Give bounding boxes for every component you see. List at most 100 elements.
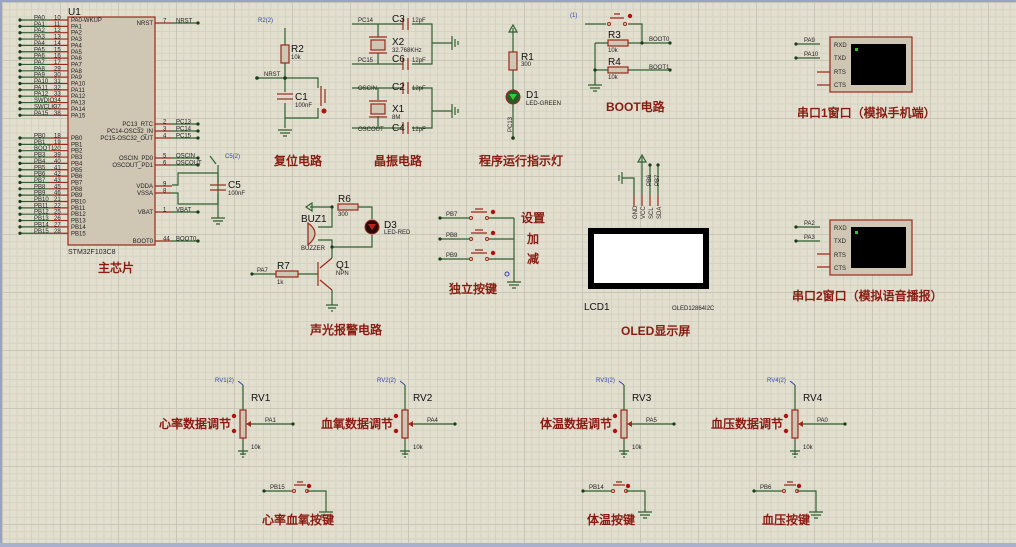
pin-name: PB0: [71, 136, 83, 142]
oled-screen[interactable]: [594, 234, 703, 283]
r4-value: 10k: [608, 75, 619, 81]
boot-circuit[interactable]: (1) R3 10k R4 10k BOOT0 BOOT1 BOOT电路: [570, 13, 672, 114]
uart2-screen[interactable]: [851, 227, 906, 268]
capacitor-c5[interactable]: C5(2) C5 100nF: [172, 154, 245, 225]
c3-ref: C3: [392, 14, 405, 25]
uart1-terminal[interactable]: PA9 PA10 RXD TXD RTS CTS 串口1窗口（模拟手机端）: [794, 36, 936, 120]
pot-label: 心率数据调节: [159, 416, 231, 431]
pin-num: 41: [54, 165, 61, 171]
pin-num: 8: [163, 189, 167, 195]
uart1-screen[interactable]: [851, 44, 906, 85]
r2-probe: R2(2): [258, 18, 273, 24]
pin-net: PB9: [34, 191, 46, 197]
pin-net: PA15: [34, 111, 49, 117]
pin-net: PB1: [34, 140, 46, 146]
pin-net: PB14: [34, 222, 49, 228]
r1-ref: R1: [521, 52, 534, 63]
mcu-body[interactable]: [67, 16, 156, 246]
pin-name: PA4: [71, 43, 83, 49]
crystal-circuit[interactable]: PC14 PC15 OSCIN OSCOUT C3 12pF C6 12pF C…: [352, 14, 459, 168]
oled-display[interactable]: PB6 PB7 GND VCC SCL SDA LCD1 OLED12864I2…: [584, 153, 715, 338]
reset-circuit[interactable]: R2(2) R2 10k C1 100nF NRST 复位电路: [255, 18, 327, 168]
pot-ref: RV3: [632, 393, 652, 404]
key-label: 减: [527, 251, 539, 266]
alarm-net: PA7: [257, 268, 269, 274]
uart2-terminal[interactable]: PA2 PA3 RXD TXD RTS CTS 串口2窗口（模拟语音播报）: [792, 219, 943, 303]
bottom-scrollbar[interactable]: [0, 543, 1016, 547]
boot-probe: (1): [570, 13, 577, 19]
alarm-circuit[interactable]: R6 300 BUZ1 BUZZER D3 LED-RED R7 1k Q1 N…: [250, 194, 411, 337]
run-led-circuit[interactable]: R1 300 D1 LED-GREEN PC13 程序运行指示灯: [479, 23, 563, 168]
pin-num: 14: [54, 41, 61, 47]
pot-net: PA1: [265, 418, 277, 424]
pin-num: 15: [54, 47, 61, 53]
r2-body[interactable]: [280, 44, 290, 64]
pin-net: PA3: [34, 35, 46, 41]
x2-ref: X2: [392, 37, 405, 48]
c1-ref: C1: [295, 92, 308, 103]
pin-num: 33: [54, 92, 61, 98]
uart1-net-rx: PA9: [804, 38, 816, 44]
oled-pin-scl: SCL: [649, 207, 655, 219]
pin-net: PB8: [34, 184, 46, 190]
q1-value: NPN: [336, 271, 349, 277]
pin-num: 11: [54, 22, 61, 28]
pin-name: PB5: [71, 168, 83, 174]
net-boot1: BOOT1: [649, 65, 670, 71]
